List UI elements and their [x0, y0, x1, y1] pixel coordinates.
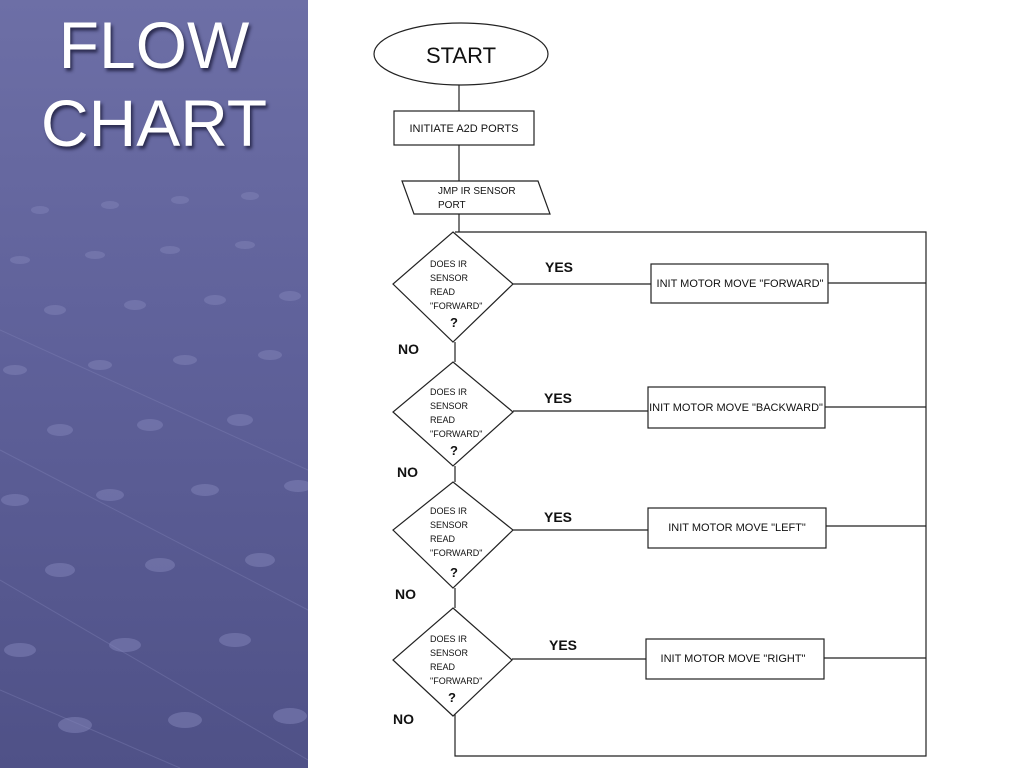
decision-2-question-mark: ? [450, 443, 458, 458]
decision-3-line-4: "FORWARD" [430, 548, 482, 558]
decision-diamond-3 [392, 481, 514, 589]
decision-1-question-mark: ? [450, 315, 458, 330]
yes-label-4: YES [549, 637, 577, 653]
decision-4-line-1: DOES IR [430, 634, 468, 644]
dot-pattern-background [0, 192, 308, 768]
init-ports-process-box [393, 110, 535, 146]
decision-3-line-3: READ [430, 534, 456, 544]
action-box-forward [650, 263, 829, 304]
slide-title: FLOW CHART [0, 6, 308, 162]
loop-back-line [454, 231, 927, 757]
decision-4-line-4: "FORWARD" [430, 676, 482, 686]
jmp-label-line-1: JMP IR SENSOR [438, 186, 516, 197]
decision-4-question-mark: ? [448, 690, 456, 705]
yes-label-3: YES [544, 509, 572, 525]
decision-1-line-4: "FORWARD" [430, 301, 482, 311]
action-label-left: INIT MOTOR MOVE "LEFT" [668, 522, 806, 534]
decision-3-line-1: DOES IR [430, 506, 468, 516]
decision-diamond-4 [392, 607, 513, 717]
decision-4-line-3: READ [430, 662, 456, 672]
yes-label-1: YES [545, 259, 573, 275]
no-label-1: NO [398, 341, 419, 357]
decision-4-line-2: SENSOR [430, 648, 469, 658]
init-ports-label: INITIATE A2D PORTS [409, 123, 518, 135]
action-label-right: INIT MOTOR MOVE "RIGHT" [661, 653, 806, 665]
no-label-3: NO [395, 586, 416, 602]
action-box-backward [647, 386, 826, 429]
title-sidebar: FLOW CHART [0, 0, 308, 768]
yes-label-2: YES [544, 390, 572, 406]
action-box-right [645, 638, 825, 680]
decision-1-line-2: SENSOR [430, 273, 469, 283]
action-label-backward: INIT MOTOR MOVE "BACKWARD" [649, 402, 823, 414]
action-box-left [647, 507, 827, 549]
start-label: START [426, 43, 496, 68]
decision-1-line-3: READ [430, 287, 456, 297]
no-label-2: NO [397, 464, 418, 480]
decision-2-line-1: DOES IR [430, 387, 468, 397]
jmp-label-line-2: PORT [438, 200, 466, 211]
jmp-ir-sensor-io-shape [401, 180, 551, 215]
decision-diamond-2 [392, 361, 514, 467]
decision-2-line-4: "FORWARD" [430, 429, 482, 439]
decision-3-question-mark: ? [450, 565, 458, 580]
decision-2-line-3: READ [430, 415, 456, 425]
decision-2-line-2: SENSOR [430, 401, 469, 411]
action-label-forward: INIT MOTOR MOVE "FORWARD" [657, 278, 824, 290]
slide-title-line-2: CHART [40, 86, 268, 160]
decision-3-line-2: SENSOR [430, 520, 469, 530]
no-label-4: NO [393, 711, 414, 727]
slide-title-line-1: FLOW [58, 8, 250, 82]
start-terminator [373, 22, 549, 86]
decision-diamond-1 [392, 231, 514, 343]
decision-1-line-1: DOES IR [430, 259, 468, 269]
